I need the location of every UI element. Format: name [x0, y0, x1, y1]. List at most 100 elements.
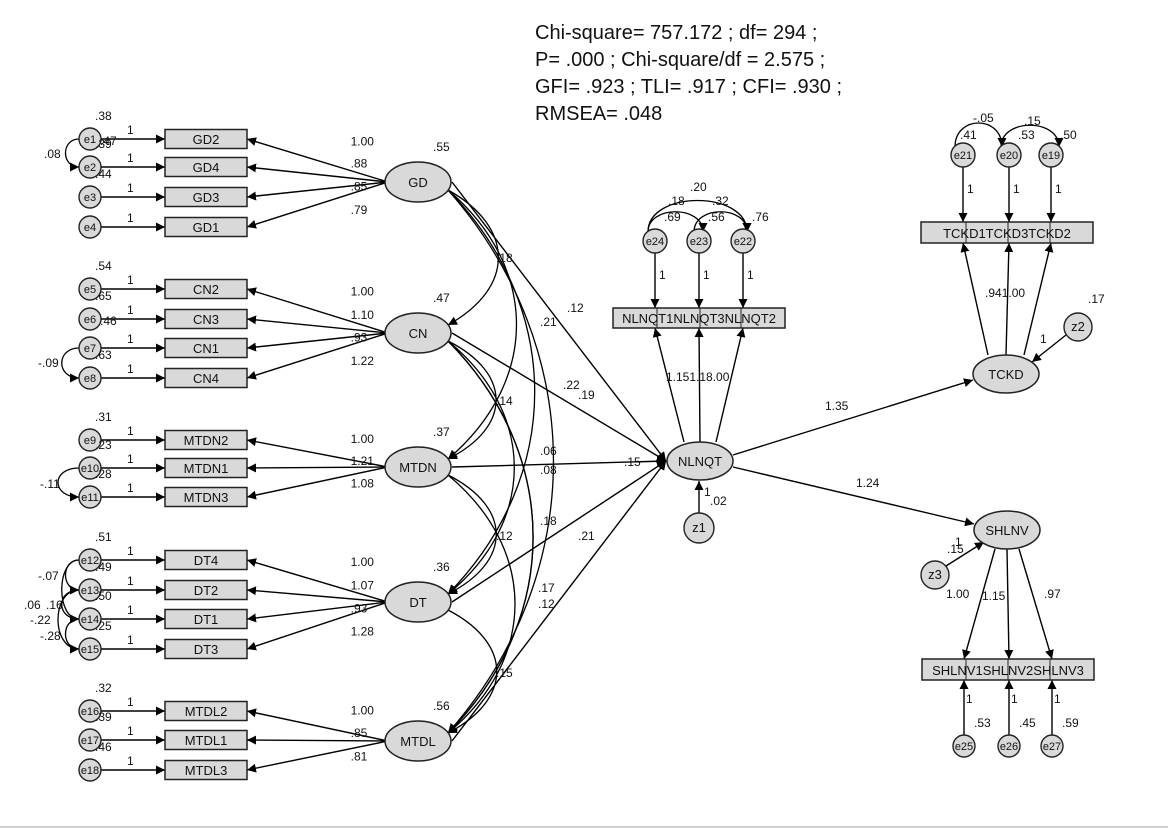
- latent-variance-gd: .55: [433, 140, 450, 154]
- fixed-1-e18: 1: [127, 754, 134, 768]
- fixed-1-e24: 1: [659, 268, 666, 282]
- fixed-1-e14: 1: [127, 603, 134, 617]
- error-covariance-0: [64, 134, 89, 172]
- error-e22: [730, 228, 756, 254]
- error-e17: [78, 728, 102, 752]
- error-e12: [78, 548, 102, 572]
- error-e26-label: e26: [1000, 741, 1018, 753]
- loading-cn-cn2: [246, 287, 389, 334]
- error-e21-label: e21: [954, 150, 972, 162]
- path-nlnqt-tckd: [732, 378, 974, 456]
- disturbance-variance-z1: .02: [710, 494, 727, 508]
- loading-dt-dt1: [246, 601, 389, 623]
- indicator-dt1-label: DT1: [194, 612, 219, 627]
- error-variance-e26: .45: [1019, 716, 1036, 730]
- fixed-1-e2: 1: [127, 151, 134, 165]
- variables: [78, 127, 1095, 782]
- latent-variance-mtdl: .56: [433, 699, 450, 713]
- loading-gd-gd2: [246, 137, 389, 183]
- correlation-label-0: .18: [496, 251, 513, 265]
- disturbance-z2: [1063, 312, 1093, 342]
- fixed-1-e10: 1: [127, 452, 134, 466]
- latent-mtdn-label: MTDN: [399, 460, 437, 475]
- fixed-1-e13: 1: [127, 574, 134, 588]
- latent-tckd-label: TCKD: [988, 367, 1023, 382]
- tckd-loading-labels: .941.00: [985, 286, 1025, 300]
- correlation-label-10: .15: [496, 666, 513, 680]
- error-e4: [78, 215, 102, 239]
- path-nlnqt-label-1: .19: [578, 388, 595, 402]
- indicator-cn1-label: CN1: [193, 341, 219, 356]
- covariance-curves: [57, 122, 1064, 734]
- loading-label-dt2: 1.07: [351, 579, 375, 593]
- disturbance-variance-z2: .17: [1088, 292, 1105, 306]
- indicator-dt2: [164, 579, 248, 601]
- error-e13: [78, 578, 102, 602]
- correlation-label-9: .12: [538, 597, 555, 611]
- correlation-label-8: .17: [538, 581, 555, 595]
- error-e6-label: e6: [84, 314, 96, 326]
- fixed-1-e21: 1: [967, 182, 974, 196]
- error-e11-label: e11: [81, 492, 99, 504]
- correlation-label-2: .12: [567, 301, 584, 315]
- error-e7-label: e7: [84, 343, 96, 355]
- correlation-gd-mtdl: [438, 180, 555, 734]
- error-e1-label: e1: [84, 134, 96, 146]
- disturbance-z3: [920, 560, 950, 590]
- loading-mtdl-mtdl3: [246, 740, 389, 773]
- fixed-1-e8: 1: [127, 362, 134, 376]
- loading-dt-dt2: [246, 586, 389, 603]
- loading-gd-gd3: [246, 181, 389, 201]
- loading-dt-dt3: [246, 601, 389, 651]
- indicator-mtdn2-label: MTDN2: [184, 433, 229, 448]
- error-e23: [686, 228, 712, 254]
- indicator-mtdn3-label: MTDN3: [184, 490, 229, 505]
- correlation-cn-mtdl: [438, 331, 534, 734]
- error-e27-label: e27: [1043, 741, 1061, 753]
- error-variance-e22: .76: [752, 210, 769, 224]
- error-variance-e14: .50: [95, 589, 112, 603]
- error-variance-e21: .41: [960, 128, 977, 142]
- error-e18-label: e18: [81, 765, 99, 777]
- loading-label-mtdn2: 1.00: [351, 432, 375, 446]
- error-variance-e9: .31: [95, 410, 112, 424]
- loading-tckd-2: [1023, 242, 1054, 356]
- error-covariance-label-6: -.22: [30, 613, 51, 627]
- correlation-label-4: .06: [540, 444, 557, 458]
- indicator-gd4-label: GD4: [193, 160, 220, 175]
- error-e23-label: e23: [690, 236, 708, 248]
- error-e22-label: e22: [734, 236, 752, 248]
- error-e2: [78, 155, 102, 179]
- correlation-label-1: .21: [540, 315, 557, 329]
- error-e1: [78, 127, 102, 151]
- indicator-mtdn1-label: MTDN1: [184, 461, 229, 476]
- fixed-1-e19: 1: [1055, 182, 1062, 196]
- error-e9: [78, 428, 102, 452]
- nlnqt-indicator-box: [612, 307, 786, 329]
- loading-mtdl-mtdl1: [246, 735, 389, 745]
- path-cn-nlnqt: [451, 332, 667, 462]
- fixed-1-e22: 1: [747, 268, 754, 282]
- latent-dt: [384, 581, 452, 623]
- loading-gd-gd1: [246, 181, 389, 229]
- indicator-dt3-label: DT3: [194, 642, 219, 657]
- correlation-cn-mtdn: [437, 332, 497, 460]
- path-gd-nlnqt: [451, 181, 667, 462]
- error-e5-label: e5: [84, 284, 96, 296]
- error-e13-label: e13: [81, 585, 99, 597]
- loading-label-mtdn3: 1.08: [351, 476, 375, 490]
- covariance-e23-e22: [689, 211, 752, 242]
- error-covariance-label-4: .06: [24, 598, 41, 612]
- covariance-label-0: .18: [668, 194, 685, 208]
- loading-label-cn1: .93: [351, 331, 368, 345]
- indicator-mtdn3: [164, 486, 248, 508]
- covariance-label-tckd-1: .15: [1024, 114, 1041, 128]
- error-e2-label: e2: [84, 162, 96, 174]
- latent-gd-label: GD: [408, 175, 428, 190]
- fixed-1-e26: 1: [1011, 692, 1018, 706]
- indicator-mtdl2: [164, 700, 248, 722]
- error-variance-e27: .59: [1062, 716, 1079, 730]
- loading-label-cn3: 1.10: [351, 308, 375, 322]
- covariance-label-tckd-0: -.05: [973, 111, 994, 125]
- loading-mtdl-mtdl2: [246, 708, 389, 742]
